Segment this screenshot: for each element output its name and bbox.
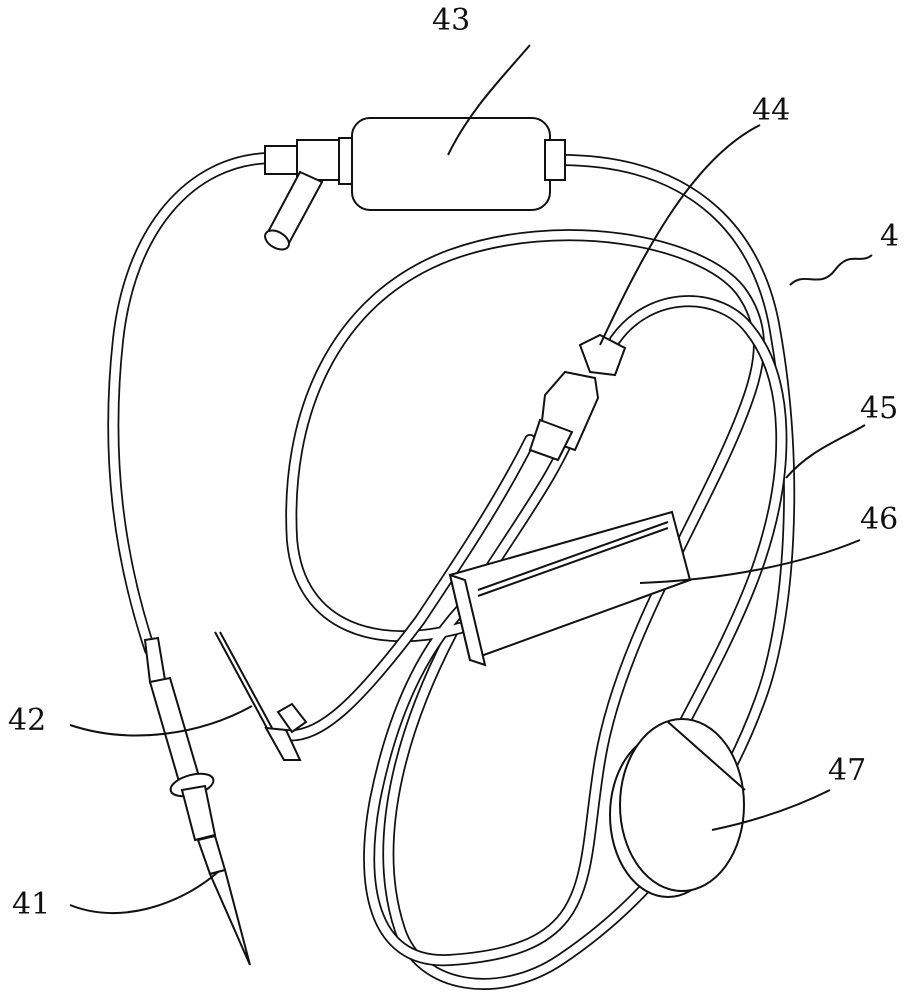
label-tubing: 45: [860, 391, 899, 426]
disc: [609, 718, 746, 898]
drip-chamber: [264, 117, 566, 251]
spike: [143, 636, 251, 966]
tube-upper-loop: [609, 295, 788, 836]
label-assembly: 4: [880, 219, 900, 254]
connector: [528, 333, 627, 462]
flow-regulator: [448, 510, 692, 667]
leader-lines: [69, 44, 873, 914]
label-disc: 47: [828, 753, 867, 788]
tube-loop: [285, 229, 765, 967]
needle: [214, 631, 308, 761]
label-connector: 44: [752, 93, 791, 128]
tube-needle: [279, 434, 536, 742]
label-needle: 42: [8, 703, 47, 738]
tube-left: [107, 152, 276, 656]
label-spike: 41: [12, 887, 51, 922]
label-drip-chamber: 43: [432, 3, 471, 38]
label-flow-regulator: 46: [860, 502, 899, 537]
